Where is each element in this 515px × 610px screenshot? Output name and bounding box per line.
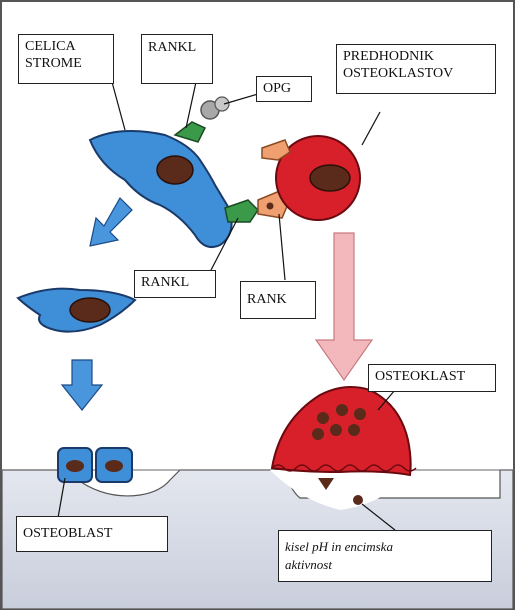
label-osteoclast-precursor: PREDHODNIK OSTEOKLASTOV	[336, 44, 496, 94]
precursor-nucleus	[310, 165, 350, 191]
osteoclast-nucleus-4	[312, 428, 324, 440]
opg-molecule-part	[215, 97, 229, 111]
label-acid-note: kisel pH in encimska aktivnost	[278, 530, 492, 582]
pre-osteoblast-nucleus	[70, 298, 110, 322]
label-rank: RANK	[240, 281, 316, 319]
osteoblast-nucleus-2	[105, 460, 123, 472]
rank-dot	[267, 203, 274, 210]
osteoclast-nucleus-3	[354, 408, 366, 420]
osteoblast-nucleus-1	[66, 460, 84, 472]
label-osteoclast: OSTEOKLAST	[368, 364, 496, 392]
label-osteoblast: OSTEOBLAST	[16, 516, 168, 552]
osteoclast-nucleus-1	[317, 412, 329, 424]
enzyme-dot	[353, 495, 363, 505]
label-opg: OPG	[256, 76, 312, 102]
stromal-cell-nucleus	[157, 156, 193, 184]
label-stromal-cell: CELICA STROME	[18, 34, 114, 84]
osteoclast-nucleus-6	[348, 424, 360, 436]
label-rankl-top: RANKL	[141, 34, 213, 84]
osteoclast-nucleus-5	[330, 424, 342, 436]
osteoclast-nucleus-2	[336, 404, 348, 416]
label-rankl-bottom: RANKL	[134, 270, 216, 298]
